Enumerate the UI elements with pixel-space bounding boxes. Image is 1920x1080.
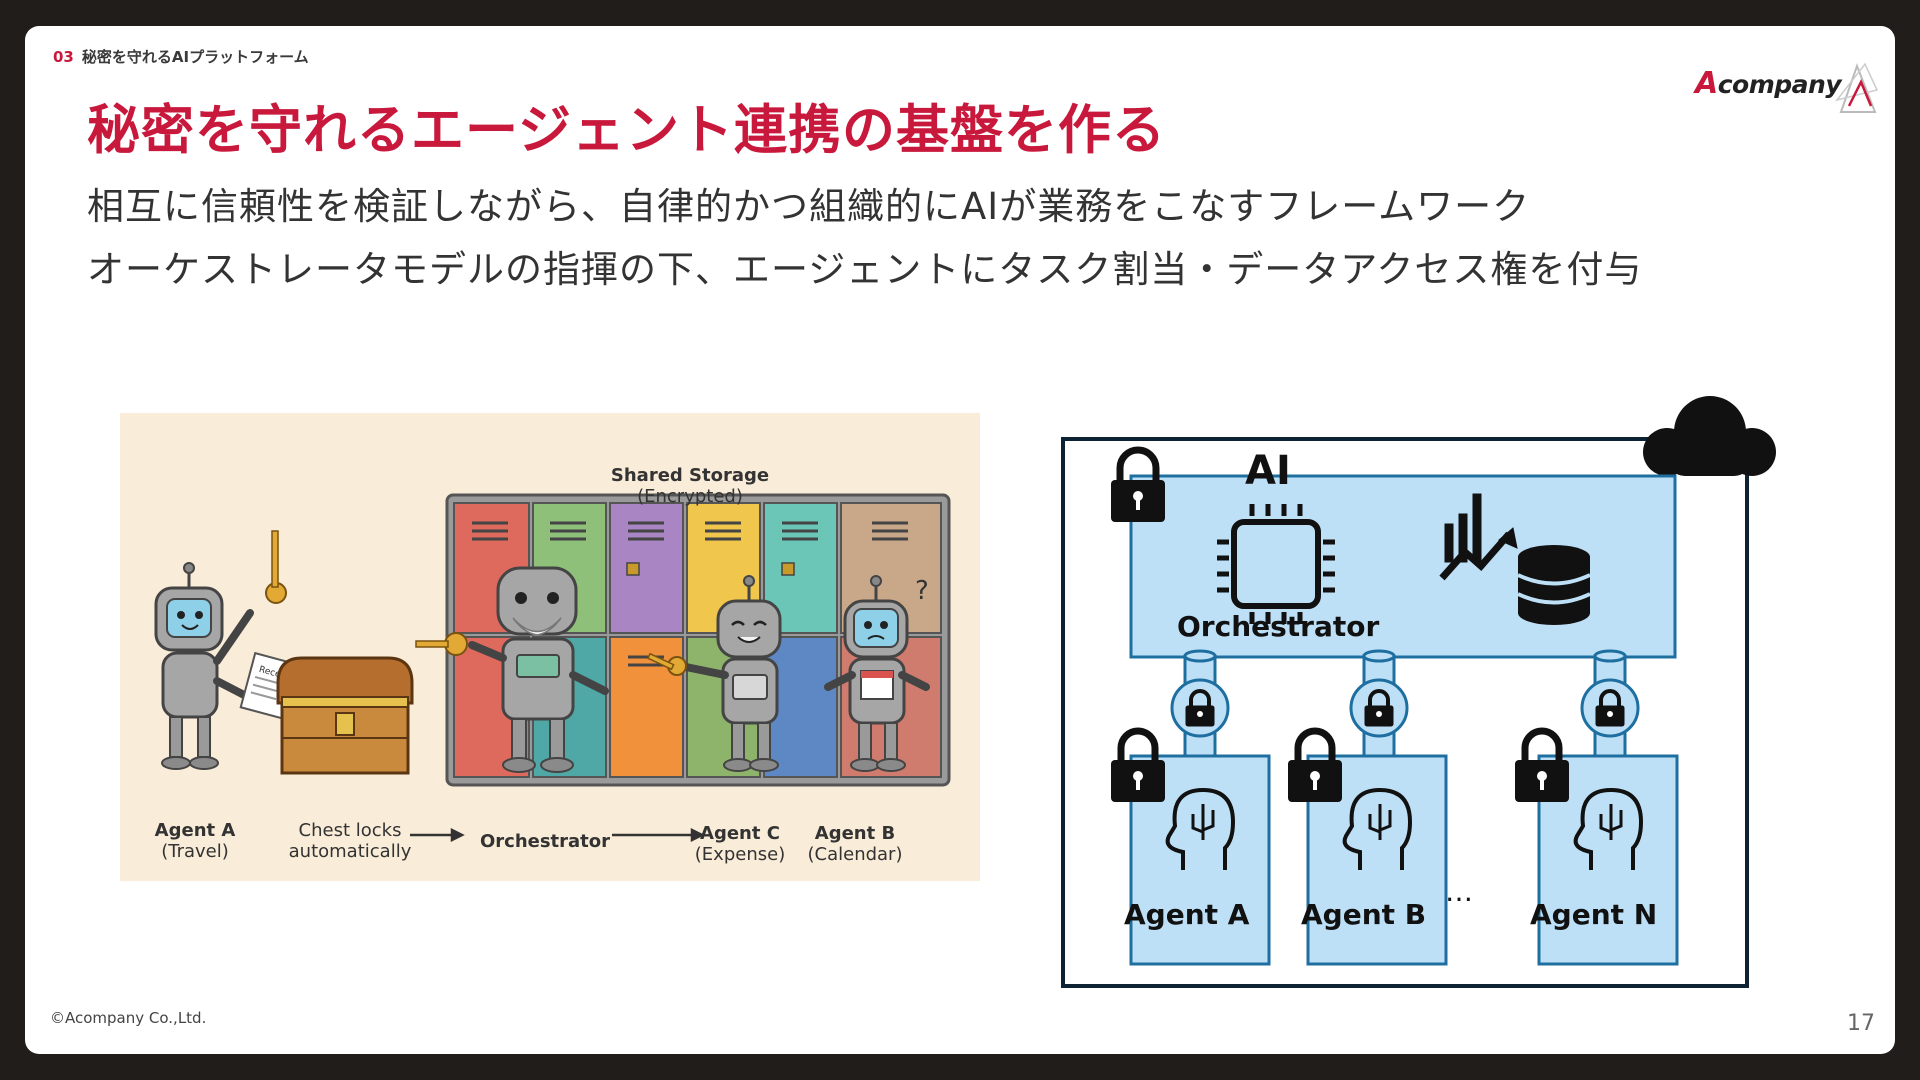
ai-chip-icon xyxy=(1217,504,1335,624)
shared-storage-label: Shared Storage (Encrypted) xyxy=(610,465,770,507)
agent-a-label: Agent A xyxy=(1124,898,1250,931)
ai-chip-label: AI xyxy=(1245,448,1291,494)
logo-mark-icon xyxy=(1835,62,1879,113)
database-icon xyxy=(1517,545,1591,625)
architecture-graphic xyxy=(1061,396,1776,988)
agent-b-caption: Agent B (Calendar) xyxy=(807,823,903,865)
treasure-chest xyxy=(276,656,414,775)
agent-a-robot xyxy=(154,530,287,770)
cloud-icon xyxy=(1643,396,1776,476)
subtitle-line-1: 相互に信頼性を検証しながら、自律的かつ組織的にAIが業務をこなすフレームワーク xyxy=(87,185,1531,228)
agent-storage-illustration: Receipt xyxy=(120,413,980,881)
agent-b-label: Agent B xyxy=(1301,898,1427,931)
orchestrator-robot xyxy=(415,566,609,773)
analytics-icon xyxy=(1439,493,1518,581)
orchestrator-label: Orchestrator xyxy=(1177,610,1380,643)
ellipsis-label: … xyxy=(1445,875,1473,908)
copyright: ©Acompany Co.,Ltd. xyxy=(50,1009,207,1027)
connector-lock-icons xyxy=(1170,678,1640,738)
orchestrator-lock-icon xyxy=(1111,446,1165,522)
orchestrator-caption: Orchestrator xyxy=(479,831,611,852)
section-label: 03 秘密を守れるAIプラットフォーム xyxy=(53,46,309,67)
company-logo: Acompany xyxy=(1695,60,1879,122)
page-number: 17 xyxy=(1847,1011,1875,1036)
section-title: 秘密を守れるAIプラットフォーム xyxy=(81,48,309,66)
agent-b-robot: ? xyxy=(824,575,930,772)
agent-head-icons xyxy=(1165,787,1644,870)
illustration-graphic: Receipt xyxy=(154,493,951,843)
agent-a-caption: Agent A (Travel) xyxy=(154,820,236,862)
architecture-diagram: AI Orchestrator Agent A Agent B Agent N … xyxy=(1037,370,1792,1010)
agent-c-caption: Agent C (Expense) xyxy=(694,823,786,865)
agent-c-robot xyxy=(646,575,782,772)
chest-caption: Chest locks automatically xyxy=(288,820,412,862)
page-title: 秘密を守れるエージェント連携の基盤を作る xyxy=(87,100,1166,161)
svg-text:?: ? xyxy=(915,576,929,606)
section-number: 03 xyxy=(53,48,74,66)
slide: 03 秘密を守れるAIプラットフォーム Acompany 秘密を守れるエージェント… xyxy=(25,26,1895,1054)
subtitle-line-2: オーケストレータモデルの指揮の下、エージェントにタスク割当・データアクセス権を付… xyxy=(87,248,1643,291)
flow-arrows xyxy=(410,827,705,843)
agent-n-label: Agent N xyxy=(1530,898,1658,931)
locker-top-row xyxy=(453,502,942,634)
logo-wordmark: Acompany xyxy=(1695,66,1842,101)
